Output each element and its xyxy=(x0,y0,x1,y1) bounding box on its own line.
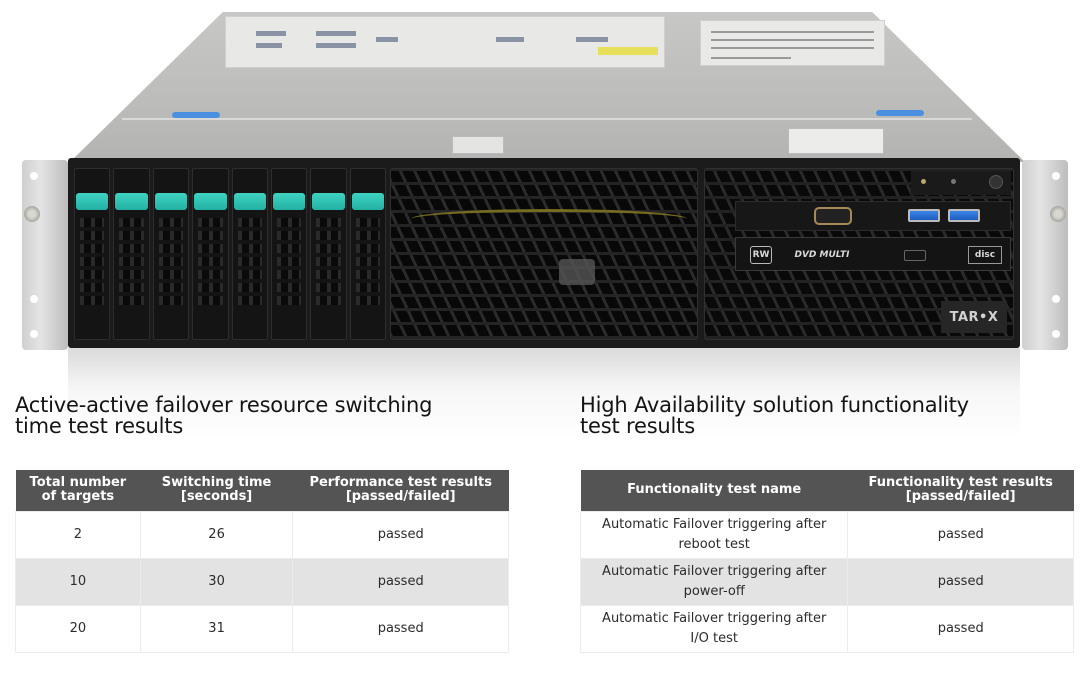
table-row: Automatic Failover triggering after rebo… xyxy=(579,510,1074,559)
serial-number-label xyxy=(788,128,884,154)
header-total-targets: Total number of targets xyxy=(15,470,141,511)
table-row: Automatic Failover triggering after I/O … xyxy=(579,604,1074,653)
header-test-name: Functionality test name xyxy=(580,470,848,511)
chassis-seam xyxy=(122,118,972,120)
title-line: High Availability solution functionality xyxy=(580,393,969,417)
usb-port-icon xyxy=(948,209,980,222)
rack-ear-left xyxy=(22,160,68,350)
blue-release-tab-right xyxy=(876,110,924,116)
drive-bay xyxy=(270,168,308,340)
control-strip xyxy=(911,171,1011,195)
server-photo: RW DVD MULTI disc TAR•X xyxy=(22,12,1068,438)
drive-bay xyxy=(74,168,111,340)
section-title: Active-active failover resource switchin… xyxy=(15,395,509,441)
table-row: 10 30 passed xyxy=(15,557,509,606)
table-header-row: Functionality test name Functionality te… xyxy=(580,470,1074,511)
table-header-row: Total number of targets Switching time [… xyxy=(15,470,509,511)
cell-result: passed xyxy=(292,557,509,606)
cell-switching-time: 31 xyxy=(139,604,294,653)
table-row: Automatic Failover triggering after powe… xyxy=(579,557,1074,606)
cell-test-name: Automatic Failover triggering after powe… xyxy=(579,557,849,606)
usb-port-icon xyxy=(908,209,940,222)
cell-result: passed xyxy=(292,510,509,559)
table-row: 2 26 passed xyxy=(15,510,509,559)
io-panel: RW DVD MULTI disc TAR•X xyxy=(704,168,1014,340)
thumbscrew-icon xyxy=(24,206,40,222)
rw-badge: RW xyxy=(750,246,772,264)
disc-badge: disc xyxy=(968,246,1002,264)
drive-latch-icon xyxy=(194,193,227,210)
title-line: test results xyxy=(580,414,695,438)
chassis-service-label xyxy=(225,16,665,68)
fan-icon xyxy=(559,259,595,285)
switching-time-section: Active-active failover resource switchin… xyxy=(15,395,509,653)
cell-switching-time: 26 xyxy=(139,510,294,559)
section-title: High Availability solution functionality… xyxy=(580,395,1074,441)
cell-result: passed xyxy=(847,557,1074,606)
eject-button-icon xyxy=(904,250,926,261)
drive-bay xyxy=(349,168,386,340)
title-line: time test results xyxy=(15,414,184,438)
header-performance-results: Performance test results [passed/failed] xyxy=(292,470,509,511)
cell-result: passed xyxy=(847,604,1074,653)
drive-bay xyxy=(113,168,150,340)
chassis-info-label xyxy=(700,20,885,66)
drive-bay xyxy=(152,168,190,340)
title-line: Active-active failover resource switchin… xyxy=(15,393,433,417)
table-row: 20 31 passed xyxy=(15,604,509,653)
drive-latch-icon xyxy=(76,193,109,210)
server-reflection xyxy=(68,348,1020,438)
cell-result: passed xyxy=(292,604,509,653)
drive-latch-icon xyxy=(233,193,266,210)
fan-grille xyxy=(390,168,698,340)
cell-switching-time: 30 xyxy=(139,557,294,606)
power-button-icon xyxy=(989,175,1003,189)
internal-cable xyxy=(411,209,687,229)
header-switching-time: Switching time [seconds] xyxy=(140,470,293,511)
drive-latch-icon xyxy=(272,193,306,210)
drive-latch-icon xyxy=(312,193,345,210)
drive-latch-icon xyxy=(351,193,384,210)
chassis-small-label xyxy=(452,136,504,154)
thumbscrew-icon xyxy=(1050,206,1066,222)
dvd-multi-badge: DVD MULTI xyxy=(794,250,850,260)
drive-latch-icon xyxy=(154,193,188,210)
switching-time-table: Total number of targets Switching time [… xyxy=(15,470,509,653)
drive-bays xyxy=(74,168,386,340)
network-led-icon xyxy=(951,179,956,184)
blue-release-tab-left xyxy=(172,112,220,118)
rack-ear-right xyxy=(1022,160,1068,350)
header-functionality-results: Functionality test results [passed/faile… xyxy=(847,470,1074,511)
vga-port-icon xyxy=(814,207,852,225)
port-row xyxy=(735,201,1011,231)
cell-test-name: Automatic Failover triggering after rebo… xyxy=(579,510,849,559)
server-front-panel: RW DVD MULTI disc TAR•X xyxy=(68,158,1020,348)
brand-logo: TAR•X xyxy=(941,301,1007,333)
dvd-drive: RW DVD MULTI disc xyxy=(735,237,1011,271)
drive-bay xyxy=(231,168,268,340)
functionality-section: High Availability solution functionality… xyxy=(579,395,1074,653)
functionality-table: Functionality test name Functionality te… xyxy=(579,470,1074,653)
cell-targets: 10 xyxy=(15,557,141,606)
cell-test-name: Automatic Failover triggering after I/O … xyxy=(579,604,849,653)
cell-targets: 20 xyxy=(15,604,141,653)
status-led-icon xyxy=(921,179,926,184)
drive-bay xyxy=(192,168,229,340)
drive-latch-icon xyxy=(115,193,148,210)
cell-targets: 2 xyxy=(15,510,141,559)
drive-bay xyxy=(310,168,347,340)
cell-result: passed xyxy=(847,510,1074,559)
